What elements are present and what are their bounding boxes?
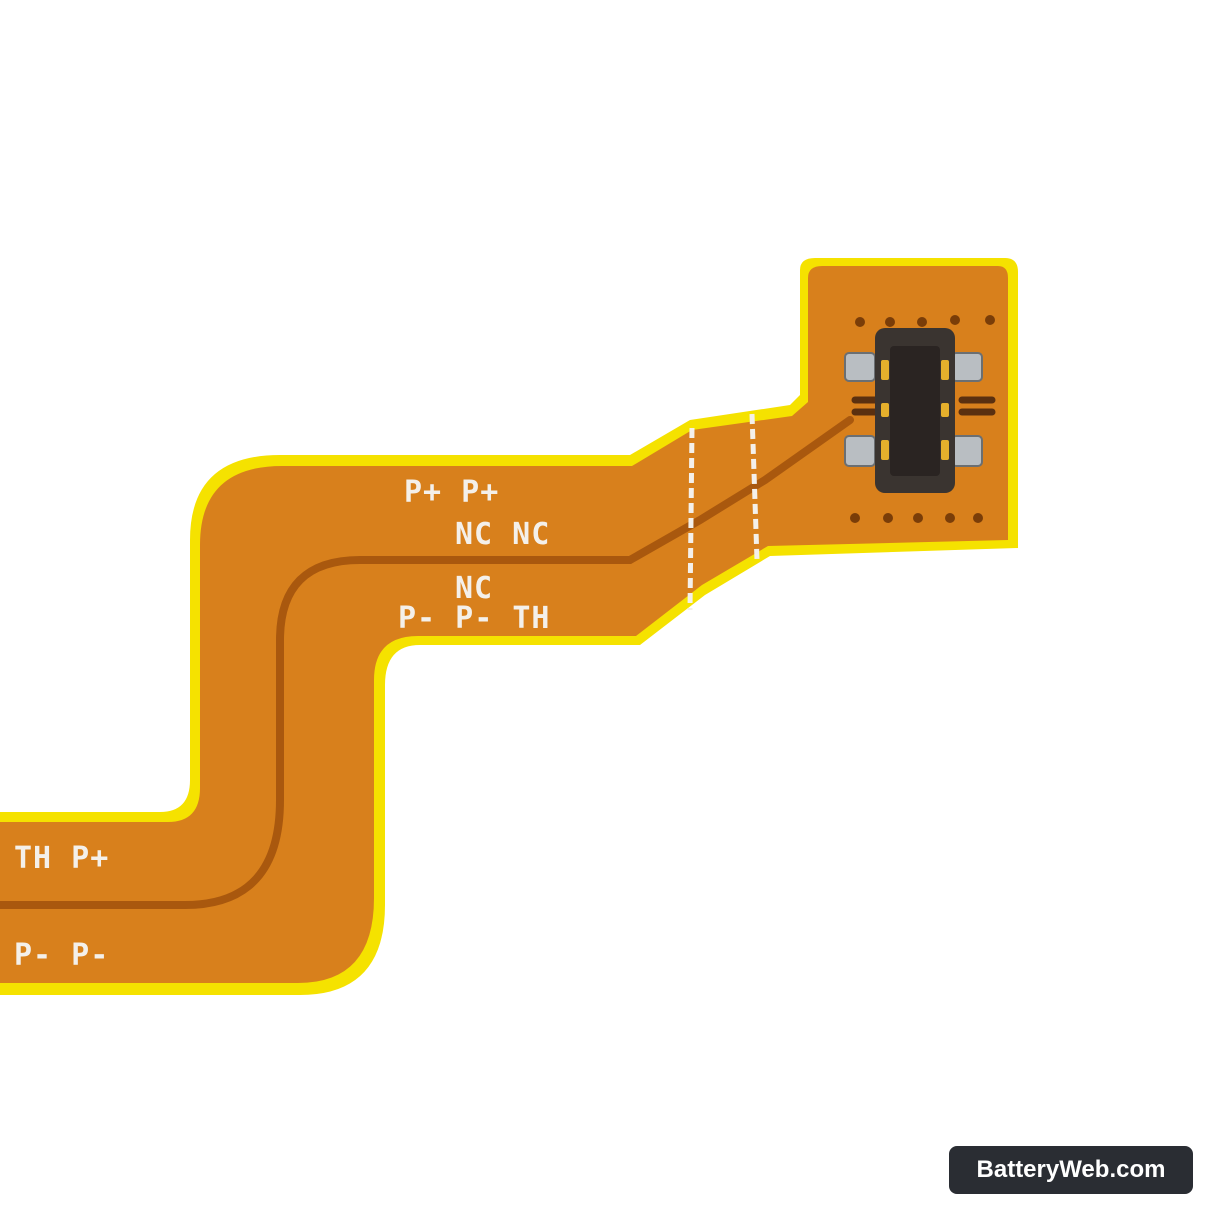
via-holes-top xyxy=(855,315,995,327)
flex-cable-body xyxy=(0,266,1008,983)
via-holes-bottom xyxy=(850,513,983,523)
cut-mark-left xyxy=(687,427,695,611)
connector-icon xyxy=(875,328,955,493)
silk-top-row1: P+ P+ xyxy=(404,475,499,510)
trace-divider xyxy=(0,416,854,909)
cut-mark-right xyxy=(749,413,760,561)
solder-pads xyxy=(844,352,983,467)
watermark-badge: BatteryWeb.com xyxy=(949,1146,1193,1194)
silk-top-row2: NC NC xyxy=(455,517,550,552)
silk-mid-small: NC xyxy=(455,571,493,606)
silk-bottom-row2: P- P- xyxy=(14,938,109,973)
silk-bottom-row1: TH P+ xyxy=(14,841,109,876)
silk-mid-row: P- P- TH xyxy=(398,601,551,636)
